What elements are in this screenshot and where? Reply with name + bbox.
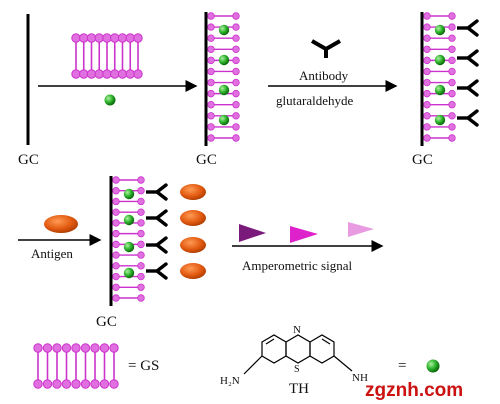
antigen-icon [180,237,206,253]
th-nanoparticle-icon [123,267,135,279]
antibody-icon [146,262,168,280]
glutaraldehyde-label: glutaraldehyde [276,93,353,108]
th-nanoparticle-icon [123,241,135,253]
antibody-icon [146,183,168,201]
thionine-structure [243,334,353,375]
th-label: TH [289,381,309,397]
antigen-icon [180,184,206,200]
gs-legend-bilayer [33,343,119,389]
gc-electrode-antigen [109,176,206,306]
th-nanoparticle-icon [218,54,230,66]
antibody-icon [146,209,168,227]
antigen-icon [180,210,206,226]
th-nanoparticle-icon [434,54,446,66]
th-nh-group: NH [352,372,368,384]
gc-label-4: GC [96,314,117,330]
th-nanoparticle-icon [123,214,135,226]
th-nanoparticle-icon [218,84,230,96]
th-nanoparticle-icon [434,24,446,36]
th-legend-nanoparticle-icon [426,359,440,373]
th-nanoparticle-icon [434,114,446,126]
antibody-icon [457,79,479,97]
antibody-icon [457,19,479,37]
th-nanoparticle-icon [434,84,446,96]
gs-legend-label: = GS [128,358,159,374]
antigen-icon [44,215,78,233]
th-nanoparticle-icon [104,94,116,106]
antibody-icon [146,236,168,254]
antibody-icon [457,49,479,67]
gc-electrode-antibody [420,12,479,146]
gs-bilayer-horizontal [71,33,143,79]
th-nanoparticle-icon [218,24,230,36]
signal-triangle-dark [239,224,266,242]
th-equals: = [398,358,406,374]
watermark: zgznh.com [365,380,463,401]
amperometric-label: Amperometric signal [242,258,352,273]
antigen-icon [180,263,206,279]
signal-triangle-mid [290,226,318,243]
gc-label-2: GC [196,152,217,168]
antigen-label: Antigen [31,246,73,261]
signal-triangle-light [348,222,374,237]
antibody-label: Antibody [299,68,349,83]
gc-label-1: GC [18,152,39,168]
th-nanoparticle-icon [123,188,135,200]
th-n-atom: N [293,324,301,336]
antibody-icon [311,39,341,58]
th-nanoparticle-icon [218,114,230,126]
gc-electrode-gs-th [204,12,240,146]
th-h2n-group: H₂N [220,375,240,387]
gc-label-3: GC [412,152,433,168]
th-s-atom: S [294,364,300,375]
antibody-icon [457,109,479,127]
